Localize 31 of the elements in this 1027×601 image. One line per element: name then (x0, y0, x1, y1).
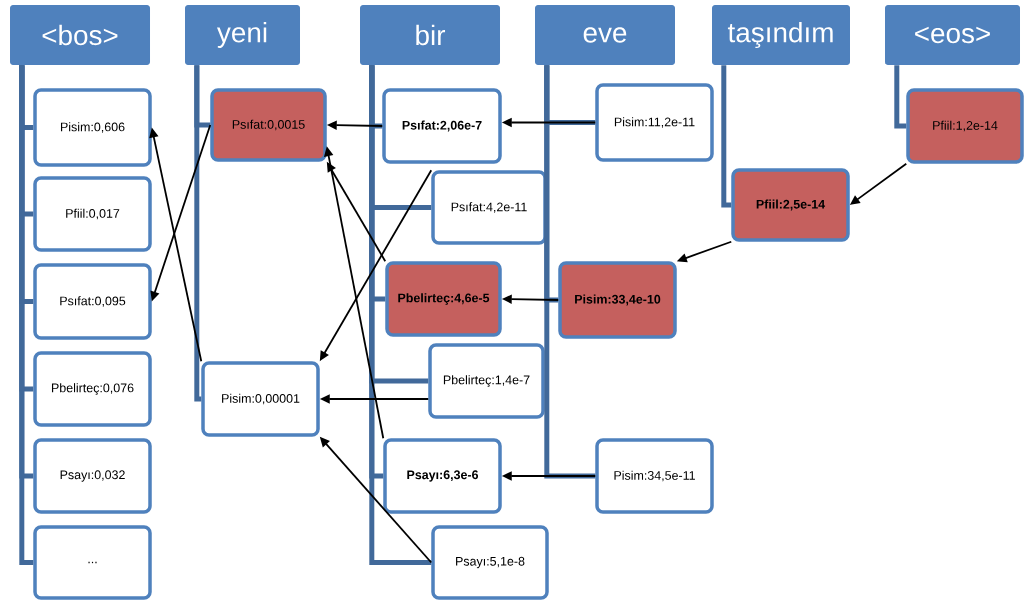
tag-probability-box: Psayı:0,032 (33, 438, 152, 514)
tag-probability-box: Pisim:34,5e-11 (595, 438, 714, 514)
tag-probability-box: Pisim:0,606 (33, 88, 152, 167)
word-header-box: eve (535, 5, 675, 65)
word-header-box: yeni (185, 5, 300, 65)
tag-probability-box: Pbelirteç:1,4e-7 (428, 343, 545, 419)
tree-line (369, 65, 432, 565)
word-header-box: bir (360, 5, 500, 65)
tag-probability-box: Psıfat:0,095 (33, 263, 152, 340)
tag-probability-box: Pfiil:0,017 (33, 176, 152, 252)
tag-probability-box: Psayı:6,3e-6 (383, 438, 502, 514)
word-header-box: <eos> (885, 5, 1020, 65)
tag-probability-box: Pisim:33,4e-10 (558, 261, 677, 339)
tag-probability-box: Pisim:11,2e-11 (595, 83, 714, 162)
tag-probability-box: Psıfat:0,0015 (210, 88, 327, 162)
tag-probability-box: Pfiil:1,2e-14 (906, 88, 1024, 164)
tag-probability-box: Pbelirteç:4,6e-5 (385, 261, 502, 337)
tree-line (544, 65, 596, 479)
word-header-box: <bos> (10, 5, 150, 65)
tag-probability-box: Pfiil:2,5e-14 (731, 168, 850, 242)
tag-probability-box: Pbelirteç:0,076 (33, 351, 152, 427)
tag-probability-box: Psıfat:2,06e-7 (382, 88, 502, 164)
tree-line (194, 65, 202, 402)
word-header-box: taşındım (712, 5, 850, 65)
tree-line (19, 65, 34, 565)
tag-probability-box: ... (33, 525, 152, 600)
tree-line (894, 65, 907, 129)
tag-probability-box: Psayı:5,1e-8 (431, 525, 549, 600)
tree-line (721, 65, 732, 208)
tag-probability-box: Pisim:0,00001 (201, 361, 320, 437)
tag-probability-box: Psıfat:4,2e-11 (431, 170, 547, 245)
